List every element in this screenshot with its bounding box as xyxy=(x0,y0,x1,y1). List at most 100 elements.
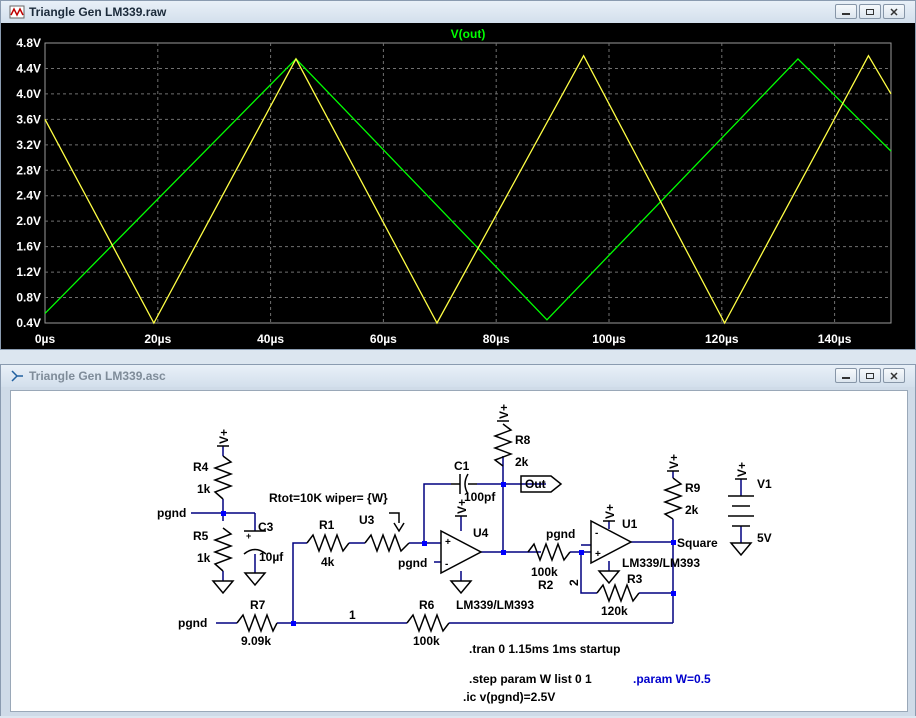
y-tick-label: 4.8V xyxy=(16,36,41,50)
plot-grid xyxy=(44,42,892,324)
net-2-label[interactable]: 2 xyxy=(567,579,581,586)
r6-resistor[interactable] xyxy=(406,612,450,634)
minimize-icon[interactable] xyxy=(835,368,857,383)
r1-value[interactable]: 4k xyxy=(321,555,335,569)
r5-value[interactable]: 1k xyxy=(197,551,211,565)
x-tick-label: 60µs xyxy=(370,332,397,346)
y-tick-label: 0.4V xyxy=(16,316,41,330)
junction xyxy=(671,540,676,545)
r3-resistor[interactable] xyxy=(596,582,640,604)
v1-battery[interactable] xyxy=(728,495,754,527)
schematic-drawing: V+ V+ V+ V+ V+ V+ R4 1k pgnd R5 1k C3 + … xyxy=(157,404,772,704)
pgnd-label[interactable]: pgnd xyxy=(178,616,207,630)
junction xyxy=(671,591,676,596)
junction xyxy=(422,541,427,546)
junction xyxy=(291,621,296,626)
pgnd-label[interactable]: pgnd xyxy=(546,527,575,541)
pgnd-label[interactable]: pgnd xyxy=(398,556,427,570)
close-icon[interactable] xyxy=(883,368,905,383)
u1-opamp[interactable] xyxy=(590,519,633,565)
v1-label[interactable]: V1 xyxy=(757,477,772,491)
r9-resistor[interactable] xyxy=(662,477,684,520)
c1-capacitor[interactable] xyxy=(451,473,477,495)
vplus-label: V+ xyxy=(497,404,511,419)
u4-opamp[interactable] xyxy=(440,529,483,575)
r8-label[interactable]: R8 xyxy=(515,433,531,447)
r2-value[interactable]: 100k xyxy=(531,565,558,579)
x-tick-label: 0µs xyxy=(35,332,56,346)
c3-value[interactable]: 10µf xyxy=(259,550,284,564)
trace-label[interactable]: V(out) xyxy=(451,27,486,41)
u4-label[interactable]: U4 xyxy=(473,526,489,540)
x-tick-label: 120µs xyxy=(705,332,739,346)
waveform-titlebar[interactable]: Triangle Gen LM339.raw xyxy=(1,1,915,23)
ic-directive[interactable]: .ic v(pgnd)=2.5V xyxy=(463,690,555,704)
r7-resistor[interactable] xyxy=(236,612,278,634)
y-tick-label: 2.8V xyxy=(16,163,41,177)
r4-value[interactable]: 1k xyxy=(197,482,211,496)
r2-resistor[interactable] xyxy=(527,541,571,563)
u1-label[interactable]: U1 xyxy=(622,517,638,531)
u1-model[interactable]: LM339/LM393 xyxy=(622,556,700,570)
r3-value[interactable]: 120k xyxy=(601,604,628,618)
supply-symbols xyxy=(217,420,747,522)
step-directive[interactable]: .step param W list 0 1 xyxy=(469,672,592,686)
schematic-canvas[interactable]: V+ V+ V+ V+ V+ V+ R4 1k pgnd R5 1k C3 + … xyxy=(10,390,908,712)
param-directive[interactable]: .param W=0.5 xyxy=(633,672,711,686)
minimize-icon[interactable] xyxy=(835,4,857,19)
junction xyxy=(501,482,506,487)
waveform-chart: 0.4V0.8V1.2V1.6V2.0V2.4V2.8V3.2V3.6V4.0V… xyxy=(16,27,892,346)
r4-label[interactable]: R4 xyxy=(193,460,209,474)
waveform-window-title: Triangle Gen LM339.raw xyxy=(29,5,167,19)
u3-label[interactable]: U3 xyxy=(359,513,375,527)
r1-resistor[interactable] xyxy=(306,532,350,554)
close-icon[interactable] xyxy=(883,4,905,19)
restore-icon[interactable] xyxy=(859,368,881,383)
junction xyxy=(501,550,506,555)
c1-label[interactable]: C1 xyxy=(454,459,470,473)
r9-label[interactable]: R9 xyxy=(685,481,701,495)
u4-plus: + xyxy=(445,537,451,548)
wire-junctions xyxy=(221,482,676,626)
r7-value[interactable]: 9.09k xyxy=(241,634,271,648)
c3-capacitor[interactable] xyxy=(243,530,267,555)
pgnd-label[interactable]: pgnd xyxy=(157,506,186,520)
r6-label[interactable]: R6 xyxy=(419,598,435,612)
supply-labels: V+ V+ V+ V+ V+ V+ xyxy=(217,404,749,519)
v1-value[interactable]: 5V xyxy=(757,531,772,545)
c3-label[interactable]: C3 xyxy=(258,520,274,534)
plot-series xyxy=(44,54,892,325)
r8-value[interactable]: 2k xyxy=(515,455,529,469)
c3-polarity: + xyxy=(246,531,251,541)
r8-resistor[interactable] xyxy=(492,423,514,467)
r6-value[interactable]: 100k xyxy=(413,634,440,648)
vplus-label: V+ xyxy=(455,499,469,514)
r3-label[interactable]: R3 xyxy=(627,572,643,586)
out-port-flag[interactable] xyxy=(520,475,563,493)
c1-value[interactable]: 100pf xyxy=(464,490,496,504)
r2-label[interactable]: R2 xyxy=(538,578,554,592)
r7-label[interactable]: R7 xyxy=(250,598,266,612)
ground-icon xyxy=(597,570,621,585)
r4-resistor[interactable] xyxy=(212,455,234,500)
u4-model[interactable]: LM339/LM393 xyxy=(456,598,534,612)
r9-value[interactable]: 2k xyxy=(685,503,699,517)
r5-label[interactable]: R5 xyxy=(193,529,209,543)
x-tick-label: 40µs xyxy=(257,332,284,346)
square-label[interactable]: Square xyxy=(677,536,718,550)
r5-resistor[interactable] xyxy=(212,527,234,572)
rtot-label[interactable]: Rtot=10K wiper= {W} xyxy=(269,491,388,505)
schematic-titlebar[interactable]: Triangle Gen LM339.asc xyxy=(1,365,915,387)
tran-directive[interactable]: .tran 0 1.15ms 1ms startup xyxy=(469,642,620,656)
y-tick-label: 1.6V xyxy=(16,240,41,254)
vplus-label: V+ xyxy=(217,429,231,444)
r1-label[interactable]: R1 xyxy=(319,518,335,532)
u3-potentiometer[interactable] xyxy=(364,512,410,554)
net-1-label[interactable]: 1 xyxy=(349,608,356,622)
series-line-0 xyxy=(44,57,892,321)
restore-icon[interactable] xyxy=(859,4,881,19)
out-label[interactable]: Out xyxy=(525,477,546,491)
u4-minus: - xyxy=(445,559,448,570)
